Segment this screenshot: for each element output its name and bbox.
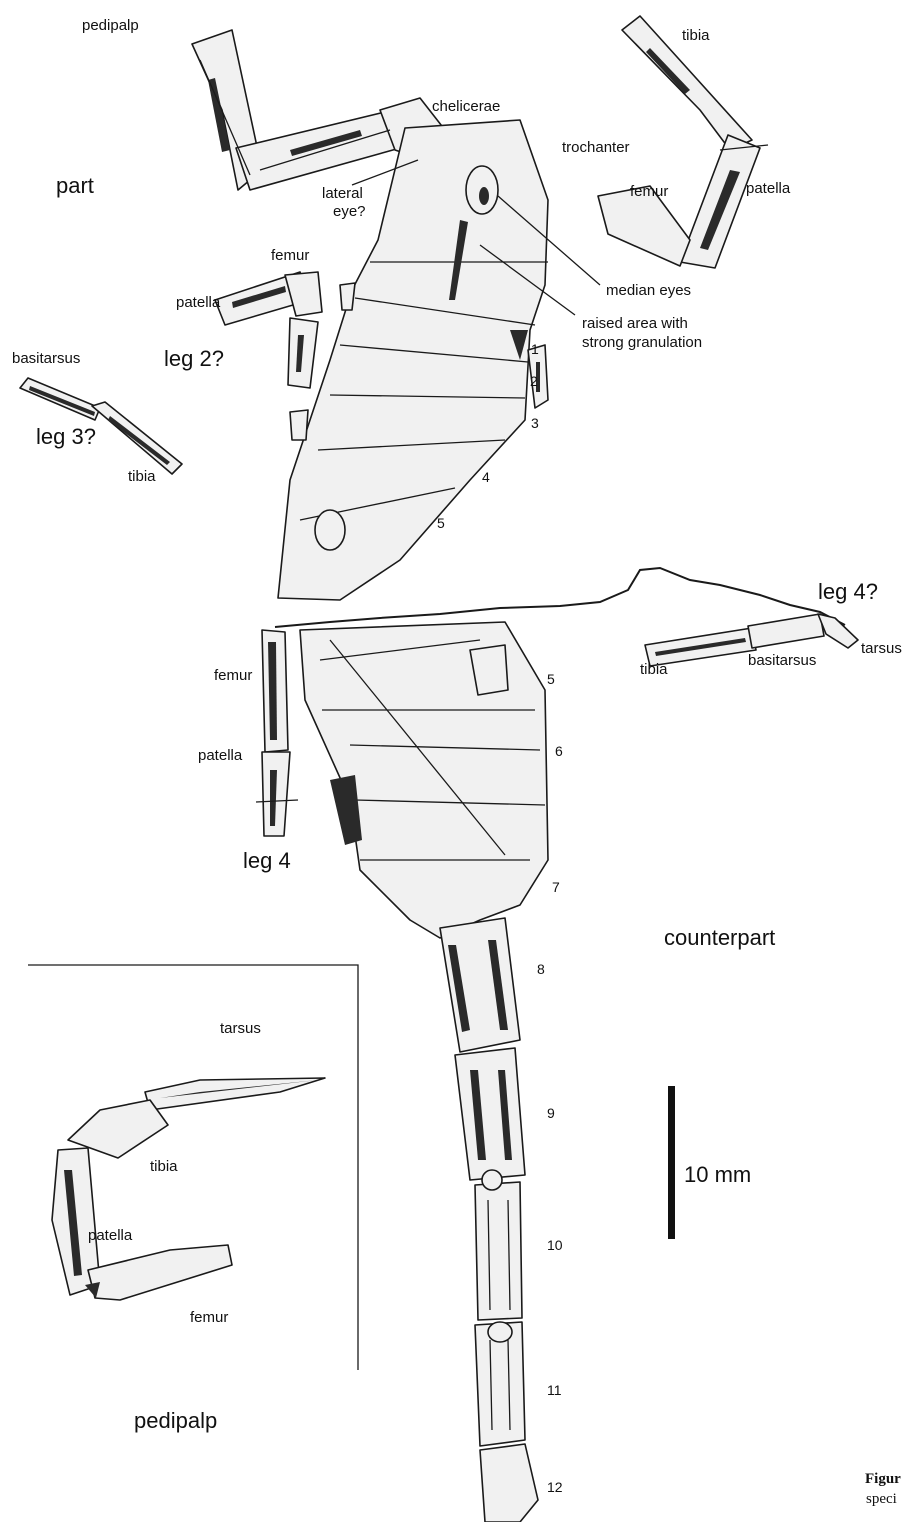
label-pedipalp-inset: pedipalp [134, 1408, 217, 1433]
caption-text: speci [866, 1491, 897, 1507]
label-tarsus-leg4r: tarsus [861, 640, 902, 657]
segment-number: 11 [547, 1382, 562, 1398]
label-median-eyes: median eyes [606, 282, 691, 299]
label-patella-palp: patella [746, 180, 791, 197]
segment-number: 12 [547, 1479, 563, 1495]
label-patella-leg4: patella [198, 747, 243, 764]
segment-number: 6 [555, 743, 563, 759]
leg4-left-drawing [256, 630, 298, 836]
label-inset-patella: patella [88, 1227, 133, 1244]
segment-number: 5 [437, 515, 445, 531]
label-femur-leg2: femur [271, 247, 309, 264]
label-basitarsus-leg4r: basitarsus [748, 652, 816, 669]
label-leg3: leg 3? [36, 424, 96, 449]
label-raised-area-2: strong granulation [582, 334, 702, 351]
body-counterpart-drawing [300, 622, 548, 938]
label-lateral-eye-1: lateral [322, 185, 363, 202]
label-patella-leg2: patella [176, 294, 221, 311]
label-part: part [56, 173, 94, 198]
label-leg4-right: leg 4? [818, 579, 878, 604]
scale-bar-label: 10 mm [684, 1162, 751, 1187]
label-tibia-palp: tibia [682, 27, 710, 44]
segment-number: 7 [552, 879, 560, 895]
label-raised-area-1: raised area with [582, 315, 688, 332]
segment-number: 1 [531, 341, 539, 357]
label-counterpart: counterpart [664, 925, 775, 950]
segment-number: 8 [537, 961, 545, 977]
label-inset-tarsus: tarsus [220, 1020, 261, 1037]
metasoma-drawing [440, 918, 538, 1522]
figure-caption: Figur speci [865, 1471, 901, 1507]
caption-bold: Figur [865, 1471, 901, 1487]
segment-number: 4 [482, 469, 490, 485]
label-femur-leg4: femur [214, 667, 252, 684]
label-trochanter: trochanter [562, 139, 630, 156]
label-pedipalp-top: pedipalp [82, 17, 139, 34]
scale-bar [668, 1086, 675, 1239]
segment-number: 9 [547, 1105, 555, 1121]
label-leg2: leg 2? [164, 346, 224, 371]
body-part-drawing [278, 120, 548, 600]
label-inset-femur: femur [190, 1309, 228, 1326]
segment-number: 3 [531, 415, 539, 431]
segment-number: 10 [547, 1237, 563, 1253]
label-basitarsus-leg3: basitarsus [12, 350, 80, 367]
segment-number: 2 [530, 373, 538, 389]
label-lateral-eye-2: eye? [333, 203, 366, 220]
segment-number: 5 [547, 671, 555, 687]
label-femur-palp: femur [630, 183, 668, 200]
label-chelicerae: chelicerae [432, 98, 500, 115]
label-inset-tibia: tibia [150, 1158, 178, 1175]
label-leg4: leg 4 [243, 848, 291, 873]
label-tibia-leg3: tibia [128, 468, 156, 485]
label-tibia-leg4r: tibia [640, 661, 668, 678]
